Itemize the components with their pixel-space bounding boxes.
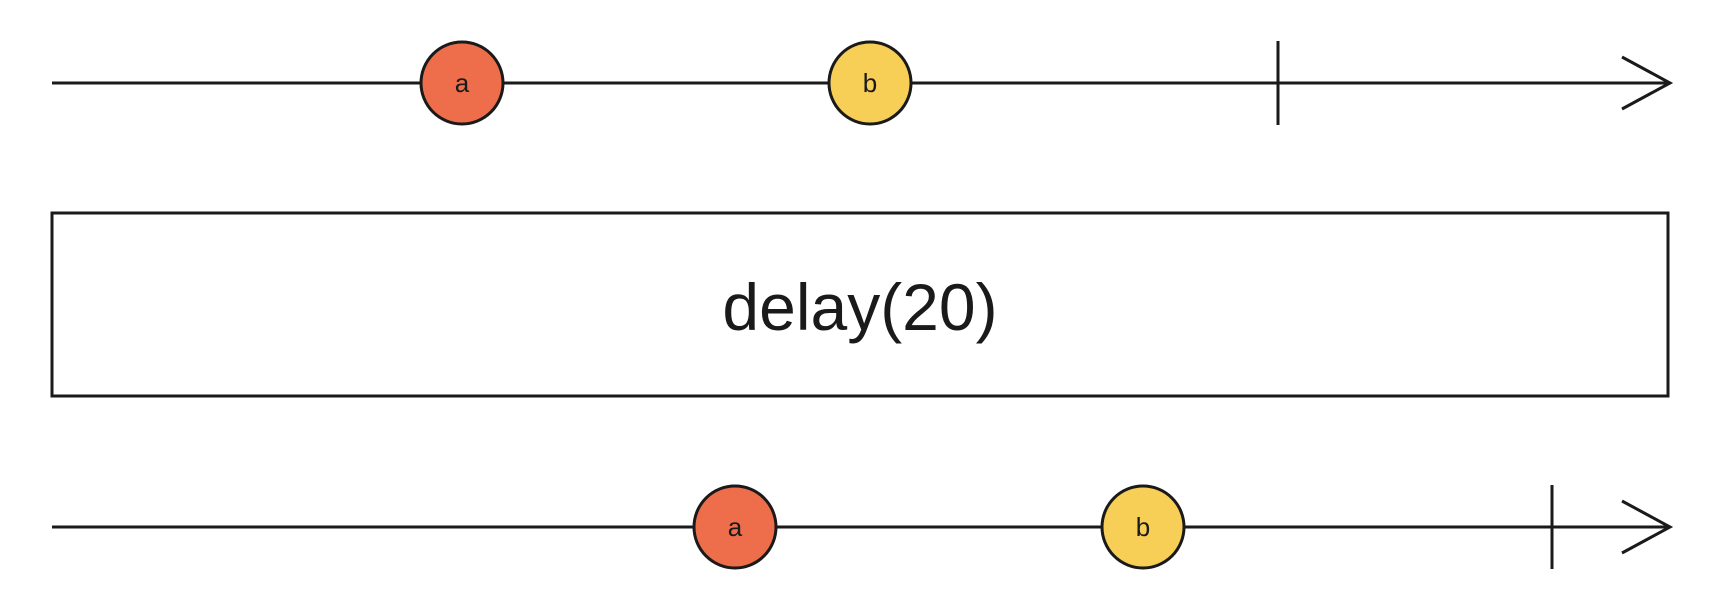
output-marble-b-label: b	[1136, 512, 1150, 542]
input-marble-a-label: a	[455, 68, 470, 98]
input-marble-b-label: b	[863, 68, 877, 98]
operator-label: delay(20)	[722, 270, 997, 344]
output-marble-a-label: a	[728, 512, 743, 542]
input-marble-a-circle	[419, 40, 505, 126]
input-marble-b: b	[827, 40, 913, 126]
input-timeline: a b	[52, 40, 1674, 126]
input-marble-a: a	[419, 40, 505, 126]
output-timeline: a b	[52, 484, 1674, 570]
operator-box-frame	[50, 211, 1670, 398]
input-timeline-arrowhead	[1621, 55, 1674, 111]
input-marble-b-circle	[827, 40, 913, 126]
output-marble-a-circle	[692, 484, 778, 570]
output-marble-b: b	[1100, 484, 1186, 570]
operator-box: delay(20)	[50, 211, 1670, 398]
output-marble-b-circle	[1100, 484, 1186, 570]
output-timeline-arrowhead	[1621, 499, 1674, 555]
output-marble-a: a	[692, 484, 778, 570]
